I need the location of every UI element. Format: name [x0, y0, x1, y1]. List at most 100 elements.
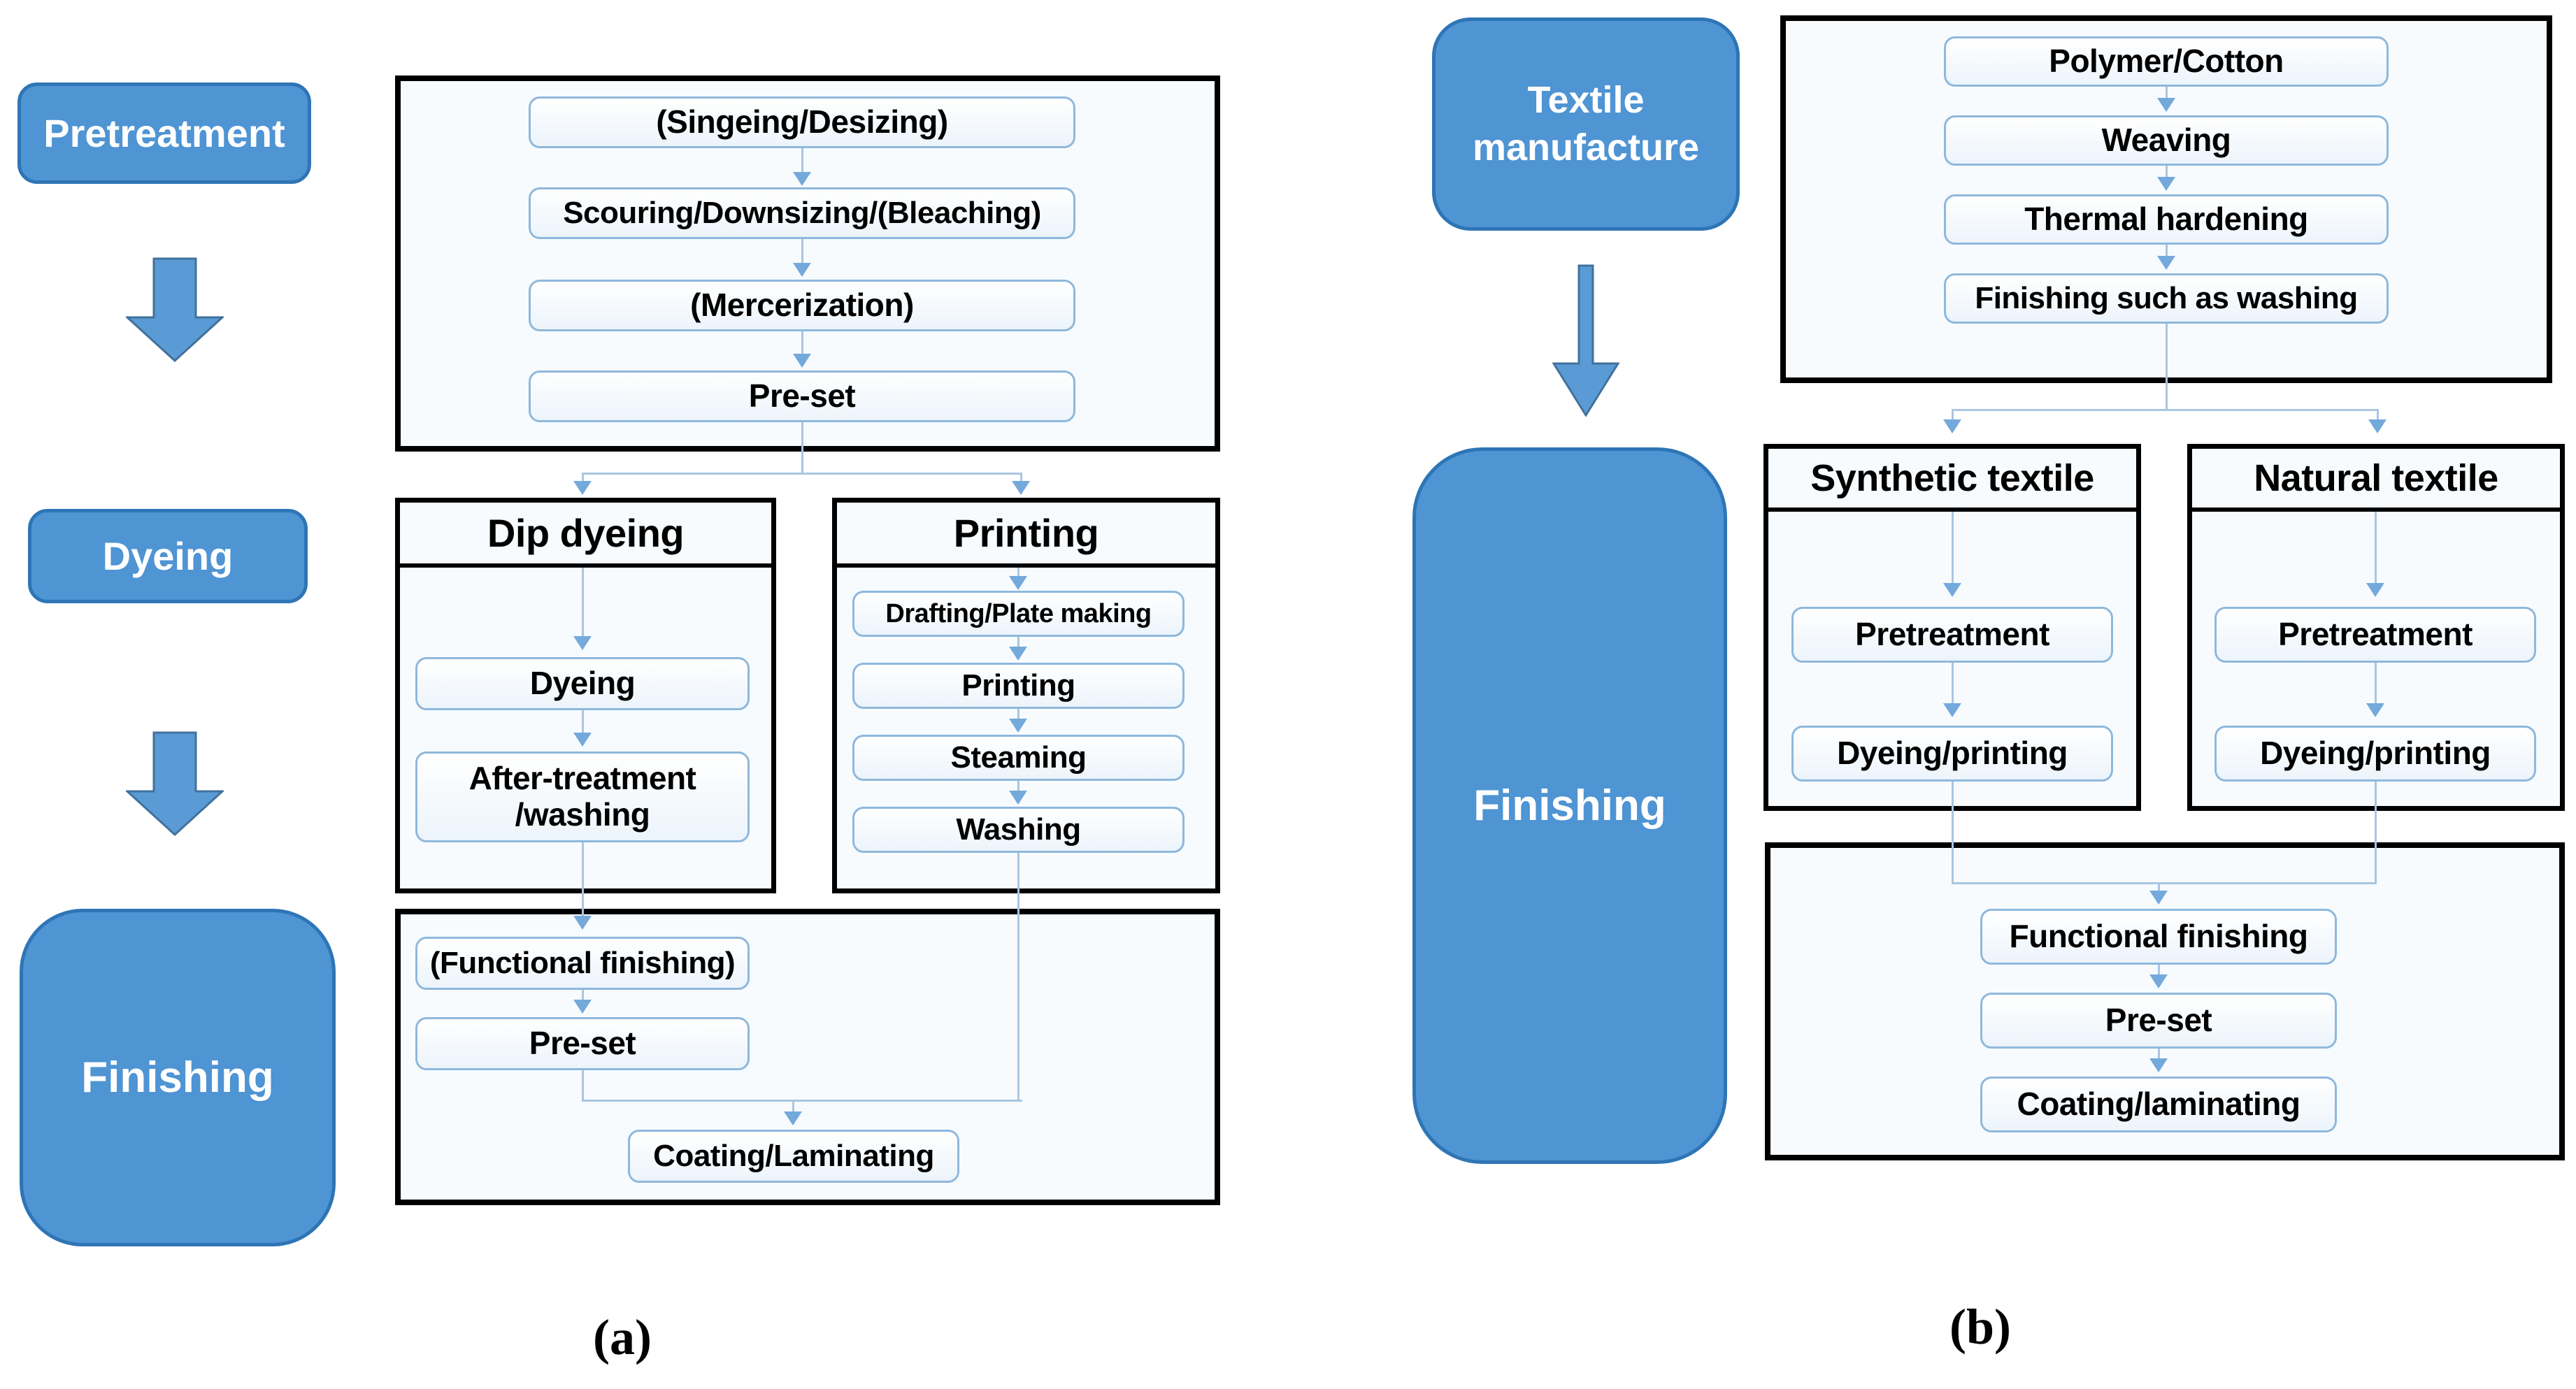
- connector: [1017, 637, 1019, 648]
- step-washing: Washing: [852, 807, 1185, 853]
- stage-pretreatment-a-label: Pretreatment: [43, 110, 285, 155]
- stage-finishing-a-label: Finishing: [81, 1053, 274, 1102]
- step-steaming: Steaming: [852, 735, 1185, 781]
- step-coating-laminating-a: Coating/Laminating: [628, 1130, 959, 1183]
- arrow-down-icon: [573, 1000, 592, 1014]
- connector: [1952, 782, 1954, 884]
- arrow-down-icon: [2157, 256, 2175, 270]
- connector: [2377, 409, 2379, 420]
- step-dyeing-printing-natural: Dyeing/printing: [2214, 726, 2536, 782]
- stage-pretreatment-a: Pretreatment: [17, 82, 311, 184]
- arrow-down-icon: [573, 916, 592, 930]
- arrow-down-icon: [784, 1111, 802, 1125]
- step-dyeing: Dyeing: [415, 657, 750, 710]
- block-arrow-down-icon: [126, 731, 224, 836]
- header-divider: [832, 563, 1220, 568]
- step-functional-finishing-b: Functional finishing: [1980, 909, 2337, 965]
- arrow-down-icon: [573, 481, 592, 495]
- connector: [582, 1100, 1022, 1102]
- header-divider: [395, 563, 776, 568]
- connector: [801, 422, 803, 474]
- arrow-down-icon: [573, 733, 592, 747]
- step-dyeing-printing-synthetic: Dyeing/printing: [1791, 726, 2113, 782]
- stage-finishing-b-label: Finishing: [1473, 781, 1666, 830]
- natural-textile-title: Natural textile: [2254, 457, 2498, 499]
- step-functional-finishing-a: (Functional finishing): [415, 937, 750, 990]
- stage-dyeing-a-label: Dyeing: [102, 533, 234, 578]
- dip-dyeing-title: Dip dyeing: [487, 510, 685, 555]
- connector: [582, 473, 1022, 475]
- connector: [792, 1102, 794, 1111]
- connector: [801, 148, 803, 173]
- arrow-down-icon: [1009, 576, 1027, 590]
- arrow-down-icon: [793, 263, 811, 277]
- connector: [2158, 965, 2160, 974]
- arrow-down-icon: [1009, 719, 1027, 733]
- arrow-down-icon: [2366, 583, 2384, 597]
- arrow-down-icon: [1943, 583, 1961, 597]
- step-preset-bottom-a: Pre-set: [415, 1017, 750, 1070]
- printing-title: Printing: [953, 510, 1099, 555]
- connector: [801, 239, 803, 264]
- arrow-down-icon: [2149, 891, 2168, 905]
- step-preset-top-a: Pre-set: [529, 370, 1075, 422]
- arrow-down-icon: [573, 636, 592, 650]
- block-arrow-down-icon: [1552, 264, 1619, 417]
- block-arrow-down-icon: [126, 257, 224, 362]
- step-coating-laminating-b: Coating/laminating: [1980, 1077, 2337, 1132]
- stage-dyeing-a: Dyeing: [28, 509, 308, 603]
- arrow-down-icon: [2157, 177, 2175, 191]
- connector: [582, 568, 584, 638]
- step-weaving: Weaving: [1944, 115, 2389, 166]
- connector: [801, 331, 803, 355]
- connector: [582, 990, 584, 1001]
- arrow-down-icon: [2149, 1058, 2168, 1072]
- connector: [582, 710, 584, 734]
- step-after-treatment-line2: /washing: [515, 796, 650, 833]
- connector: [1952, 882, 2377, 884]
- arrow-down-icon: [1012, 481, 1030, 495]
- stage-textile-manufacture: Textile manufacture: [1432, 17, 1740, 231]
- step-finishing-such-as-washing: Finishing such as washing: [1944, 273, 2389, 324]
- caption-b: (b): [1949, 1299, 2011, 1355]
- connector: [1952, 512, 1954, 584]
- connector: [582, 473, 584, 482]
- arrow-down-icon: [1943, 419, 1961, 433]
- connector: [1952, 409, 2378, 411]
- stage-finishing-a: Finishing: [20, 909, 336, 1246]
- arrow-down-icon: [2366, 703, 2384, 717]
- connector: [2166, 324, 2168, 410]
- header-divider: [1763, 508, 2141, 512]
- step-after-treatment-line1: After-treatment: [468, 760, 696, 797]
- synthetic-textile-title: Synthetic textile: [1810, 457, 2094, 499]
- connector: [1020, 473, 1022, 482]
- connector: [1952, 663, 1954, 703]
- caption-a: (a): [593, 1309, 652, 1365]
- step-pretreatment-natural: Pretreatment: [2214, 607, 2536, 663]
- connector: [1017, 568, 1019, 577]
- connector: [2375, 663, 2377, 703]
- step-polymer-cotton: Polymer/Cotton: [1944, 36, 2389, 87]
- connector: [1952, 409, 1954, 420]
- connector: [582, 842, 584, 917]
- step-after-treatment-washing: After-treatment /washing: [415, 751, 750, 842]
- header-divider: [2187, 508, 2565, 512]
- stage-textile-manufacture-line1: Textile: [1527, 79, 1645, 121]
- arrow-down-icon: [793, 172, 811, 186]
- step-scouring-downsizing-bleaching: Scouring/Downsizing/(Bleaching): [529, 187, 1075, 239]
- arrow-down-icon: [1009, 647, 1027, 661]
- connector: [2375, 782, 2377, 884]
- arrow-down-icon: [793, 354, 811, 368]
- arrow-down-icon: [2157, 98, 2175, 112]
- arrow-down-icon: [2149, 974, 2168, 988]
- arrow-down-icon: [2368, 419, 2387, 433]
- arrow-down-icon: [1009, 791, 1027, 805]
- step-singeing-desizing: (Singeing/Desizing): [529, 96, 1075, 148]
- connector: [2166, 166, 2168, 178]
- arrow-down-icon: [1943, 703, 1961, 717]
- connector: [2158, 884, 2160, 891]
- connector: [1017, 853, 1019, 1102]
- stage-textile-manufacture-line2: manufacture: [1472, 126, 1700, 168]
- step-thermal-hardening: Thermal hardening: [1944, 194, 2389, 245]
- connector: [1017, 709, 1019, 720]
